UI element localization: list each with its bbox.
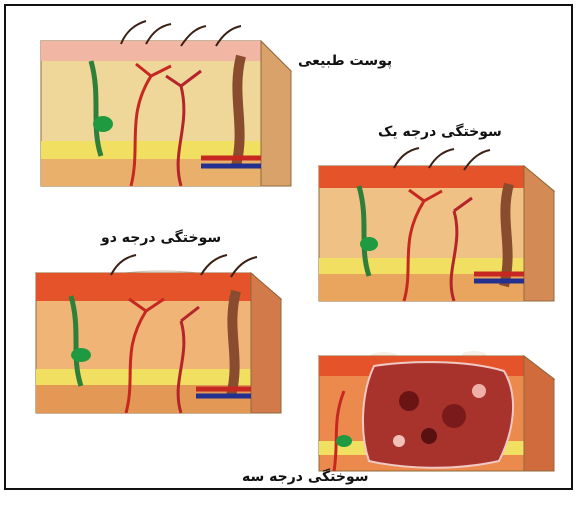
label-first-degree-burn: سوختگی درجه یک xyxy=(378,124,502,140)
label-second-degree-burn: سوختگی درجه دو xyxy=(101,230,221,246)
normal-skin-diagram xyxy=(31,16,301,196)
first-degree-burn-diagram xyxy=(314,146,564,306)
second-degree-burn-diagram xyxy=(31,251,296,421)
label-normal-skin: پوست طبیعی xyxy=(298,53,392,69)
label-third-degree-burn: سوختگی درجه سه xyxy=(242,469,369,485)
third-degree-burn-diagram xyxy=(314,341,564,476)
figure-frame: پوست طبیعی سوختگی درجه یک سوختگی درجه دو xyxy=(4,4,573,490)
